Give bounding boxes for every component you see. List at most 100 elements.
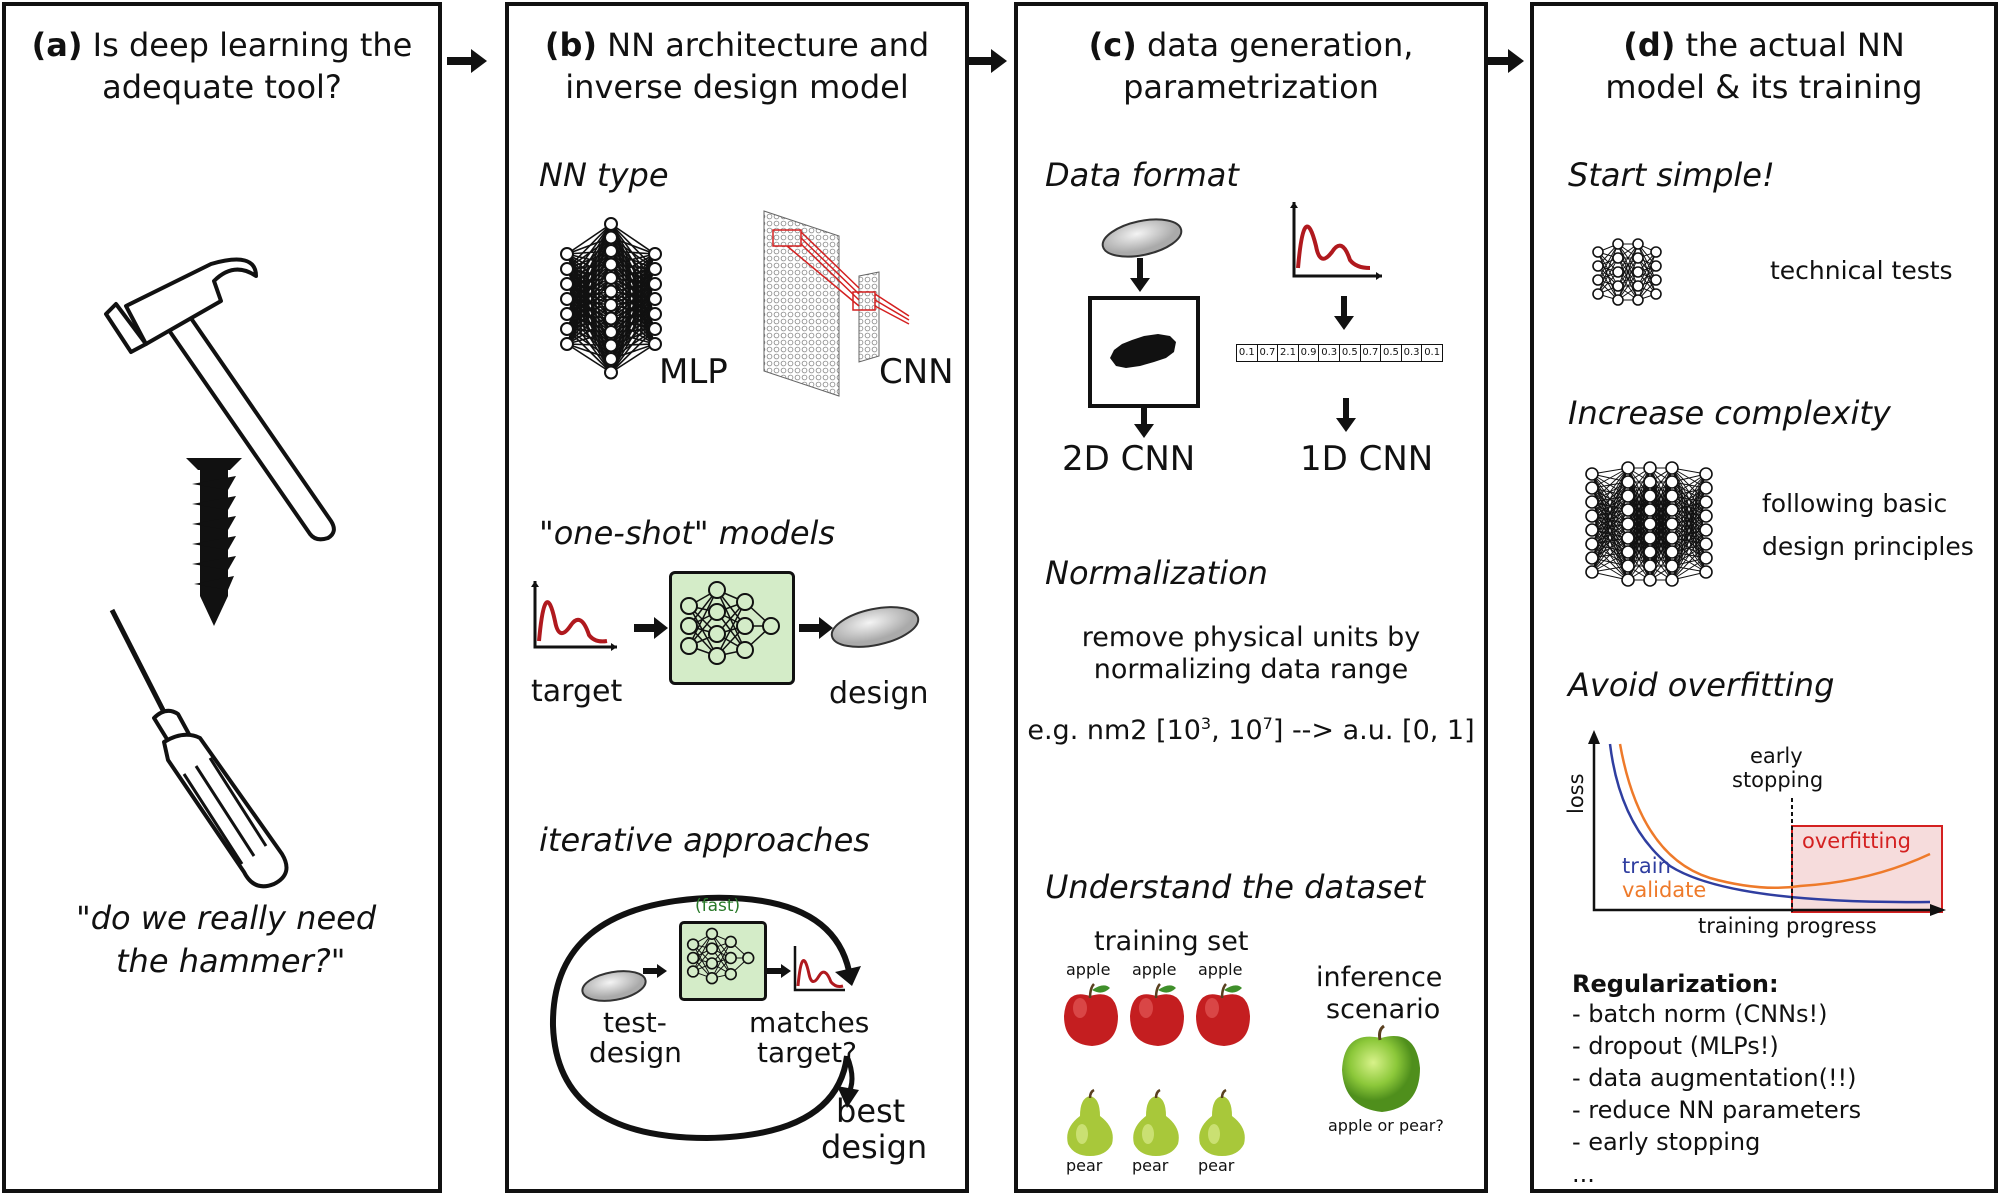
- iterative-heading: iterative approaches: [539, 821, 870, 859]
- nn-node: [1612, 280, 1624, 292]
- nn-node: [1632, 266, 1644, 278]
- nn-node: [686, 965, 700, 978]
- nn-node: [1643, 573, 1657, 587]
- panel-a-title: (a) Is deep learning the adequate tool?: [6, 24, 438, 108]
- regularization-item: - data augmentation(!!): [1572, 1064, 1857, 1092]
- training-progress-label: training progress: [1698, 914, 1877, 938]
- arrow-right-icon: [447, 49, 487, 73]
- nn-node: [1665, 545, 1679, 559]
- panel-a: (a) Is deep learning the adequate tool? …: [2, 2, 442, 1193]
- regularization-item: - batch norm (CNNs!): [1572, 1000, 1828, 1028]
- nn-node: [1592, 274, 1604, 286]
- nn-node: [648, 247, 662, 261]
- nn-edge: [610, 313, 656, 373]
- inference-label-2: scenario: [1326, 994, 1441, 1025]
- nn-node: [648, 307, 662, 321]
- nn-edge: [566, 223, 612, 255]
- nn-node: [680, 617, 698, 635]
- pear-image: [1133, 1088, 1179, 1156]
- apple-label: apple: [1066, 960, 1111, 979]
- nn-edge: [610, 250, 656, 255]
- hammer-icon: [104, 257, 336, 542]
- train-legend: train: [1622, 854, 1671, 878]
- matches-label-1: matches: [749, 1006, 870, 1039]
- nn-node: [560, 337, 574, 351]
- nn-node: [1612, 266, 1624, 278]
- nn-node: [1592, 260, 1604, 272]
- target-spectrum-icon: [531, 581, 617, 651]
- nn-edge: [610, 283, 656, 373]
- validate-curve: [1618, 743, 1931, 890]
- cnn-network-icon: [763, 210, 910, 397]
- regularization-item: - dropout (MLPs!): [1572, 1032, 1779, 1060]
- cnn2d-label: 2D CNN: [1062, 439, 1196, 479]
- norm-example-mid: , 10: [1211, 715, 1263, 746]
- panel-c-title: (c) data generation, parametrization: [1018, 24, 1484, 108]
- spectrum-icon: [1290, 202, 1382, 280]
- target-label: target: [531, 674, 623, 709]
- nn-edge: [610, 253, 656, 293]
- nn-node: [1699, 467, 1713, 481]
- nn-edge: [1627, 537, 1651, 581]
- nn-node: [742, 951, 755, 965]
- nn-edge: [566, 304, 612, 345]
- iterative-loop-icon: [549, 894, 861, 1142]
- train-curve: [1608, 743, 1931, 904]
- inference-label-1: inference: [1316, 962, 1443, 993]
- nn-edge: [610, 253, 656, 333]
- screw-icon: [186, 458, 242, 626]
- nn-node: [560, 247, 574, 261]
- nn-edge: [610, 343, 656, 374]
- nn-node: [648, 337, 662, 351]
- nn-node: [1621, 475, 1635, 489]
- nn-node: [604, 338, 618, 353]
- nn-edge: [716, 589, 746, 651]
- overfitting-label: overfitting: [1802, 829, 1911, 853]
- early-label-2: stopping: [1732, 768, 1824, 792]
- nn-edge: [1671, 529, 1707, 581]
- nn-node: [708, 647, 726, 665]
- nn-node: [1643, 461, 1657, 475]
- best-design-label: design: [821, 1128, 928, 1166]
- nn-node: [1632, 252, 1644, 264]
- nn-node: [1585, 537, 1599, 551]
- nn-node: [708, 581, 726, 599]
- nn-node: [1665, 489, 1679, 503]
- nn-node: [648, 292, 662, 306]
- loss-curve-chart: [1588, 730, 1946, 916]
- nn-edge: [566, 223, 612, 345]
- nn-node: [1585, 495, 1599, 509]
- nn-node: [1665, 461, 1679, 475]
- pear-label: pear: [1198, 1156, 1235, 1175]
- understand-heading: Understand the dataset: [1045, 868, 1426, 906]
- nn-edge: [566, 223, 612, 270]
- panel-a-quote-line2: the hammer?": [116, 942, 346, 980]
- nn-node: [1585, 551, 1599, 565]
- arrow-down-icon: [1336, 398, 1356, 432]
- nn-node: [1699, 537, 1713, 551]
- nn-node: [1612, 238, 1624, 250]
- nn-node: [1665, 559, 1679, 573]
- pear-image: [1199, 1088, 1245, 1156]
- nn-node: [1650, 246, 1662, 258]
- nn-edge: [1597, 243, 1619, 295]
- regularization-item: - reduce NN parameters: [1572, 1096, 1862, 1124]
- apple-image: [1130, 983, 1184, 1046]
- arrow-right-icon: [799, 617, 833, 639]
- nn-edge: [1591, 467, 1629, 573]
- nn-node: [1650, 274, 1662, 286]
- nn-node: [1621, 461, 1635, 475]
- nn-node: [1585, 565, 1599, 579]
- nn-node: [1621, 573, 1635, 587]
- panel-d-title-line1: the actual NN: [1685, 26, 1905, 64]
- nn-edge: [688, 605, 718, 657]
- nn-edge: [1637, 251, 1657, 287]
- nn-edge: [566, 290, 612, 345]
- panel-d-title: (d) the actual NN model & its training: [1534, 24, 1994, 108]
- nn-edge: [610, 253, 656, 346]
- panel-a-letter: (a): [31, 26, 83, 64]
- nn-node: [686, 938, 700, 951]
- start-simple-heading: Start simple!: [1568, 156, 1775, 194]
- nn-edge: [711, 933, 732, 975]
- matches-label-2: target?: [757, 1036, 857, 1069]
